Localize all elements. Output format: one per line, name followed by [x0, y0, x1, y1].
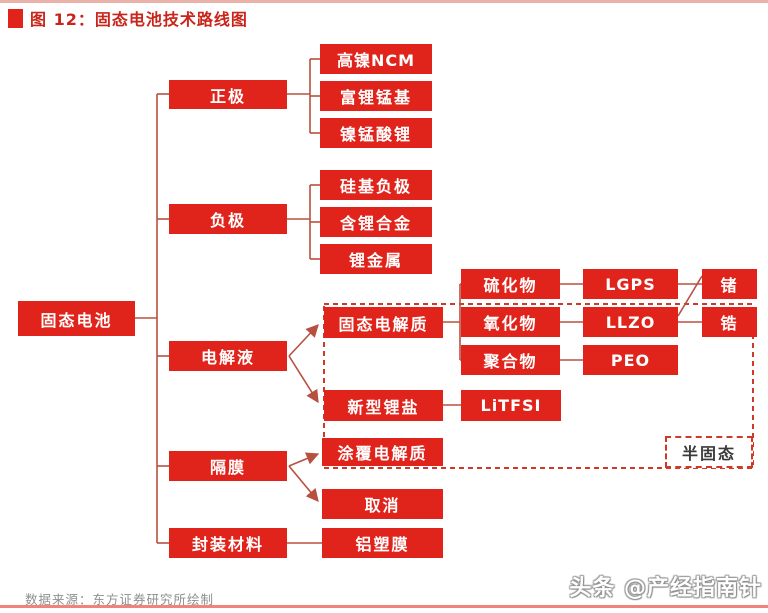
node-lithium-metal: 锂金属 — [320, 244, 432, 274]
node-separator: 隔膜 — [169, 451, 287, 481]
node-polymer: 聚合物 — [461, 345, 560, 375]
semi-solid-label: 半固态 — [681, 444, 736, 463]
node-li-rich-mn-base: 富锂锰基 — [320, 81, 432, 111]
node-solid-electrolyte: 固态电解质 — [324, 307, 443, 338]
node-silicon-anode: 硅基负极 — [320, 170, 432, 200]
edges-solid-electrolyte-children — [443, 283, 461, 361]
node-packaging-material: 封装材料 — [169, 528, 287, 558]
node-electrolyte: 电解液 — [169, 341, 287, 371]
node-aluminum-plastic-film: 铝塑膜 — [322, 528, 443, 558]
node-coated-electrolyte: 涂覆电解质 — [322, 438, 443, 466]
node-lithium-alloy: 含锂合金 — [320, 207, 432, 237]
semi-solid-label-box: 半固态 — [665, 436, 753, 468]
node-nickel-manganese-oxide: 镍锰酸锂 — [320, 118, 432, 148]
top-divider — [0, 0, 768, 3]
node-litfsi: LiTFSI — [461, 390, 561, 421]
node-cathode: 正极 — [169, 80, 287, 109]
edges-electrolyte-children — [288, 324, 319, 404]
node-cancel: 取消 — [322, 489, 443, 519]
node-new-lithium-salt: 新型锂盐 — [324, 390, 443, 421]
node-solid-state-battery: 固态电池 — [18, 301, 135, 336]
node-zirconium: 锆 — [702, 307, 757, 337]
node-llzo: LLZO — [583, 307, 678, 337]
edge-root-trunk — [135, 93, 169, 544]
node-oxide: 氧化物 — [461, 307, 560, 337]
node-anode: 负极 — [169, 204, 287, 234]
node-peo: PEO — [583, 345, 678, 375]
title-bullet-icon — [8, 8, 23, 28]
edges-cathode-children — [287, 58, 320, 134]
node-lgps: LGPS — [583, 269, 678, 299]
node-germanium: 锗 — [702, 269, 757, 299]
figure-title: 图 12：固态电池技术路线图 — [30, 10, 248, 29]
data-source-note: 数据来源：东方证券研究所绘制 — [25, 592, 215, 607]
node-sulfide: 硫化物 — [461, 269, 560, 299]
edges-material-rows — [443, 275, 703, 406]
node-high-nickel-ncm: 高镍NCM — [320, 44, 432, 74]
edges-anode-children — [287, 184, 320, 260]
figure-header: 图 12：固态电池技术路线图 — [8, 6, 248, 30]
watermark: 头条 @产经指南针 — [569, 576, 762, 601]
bottom-divider — [0, 605, 768, 608]
edges-separator-children — [288, 452, 320, 502]
